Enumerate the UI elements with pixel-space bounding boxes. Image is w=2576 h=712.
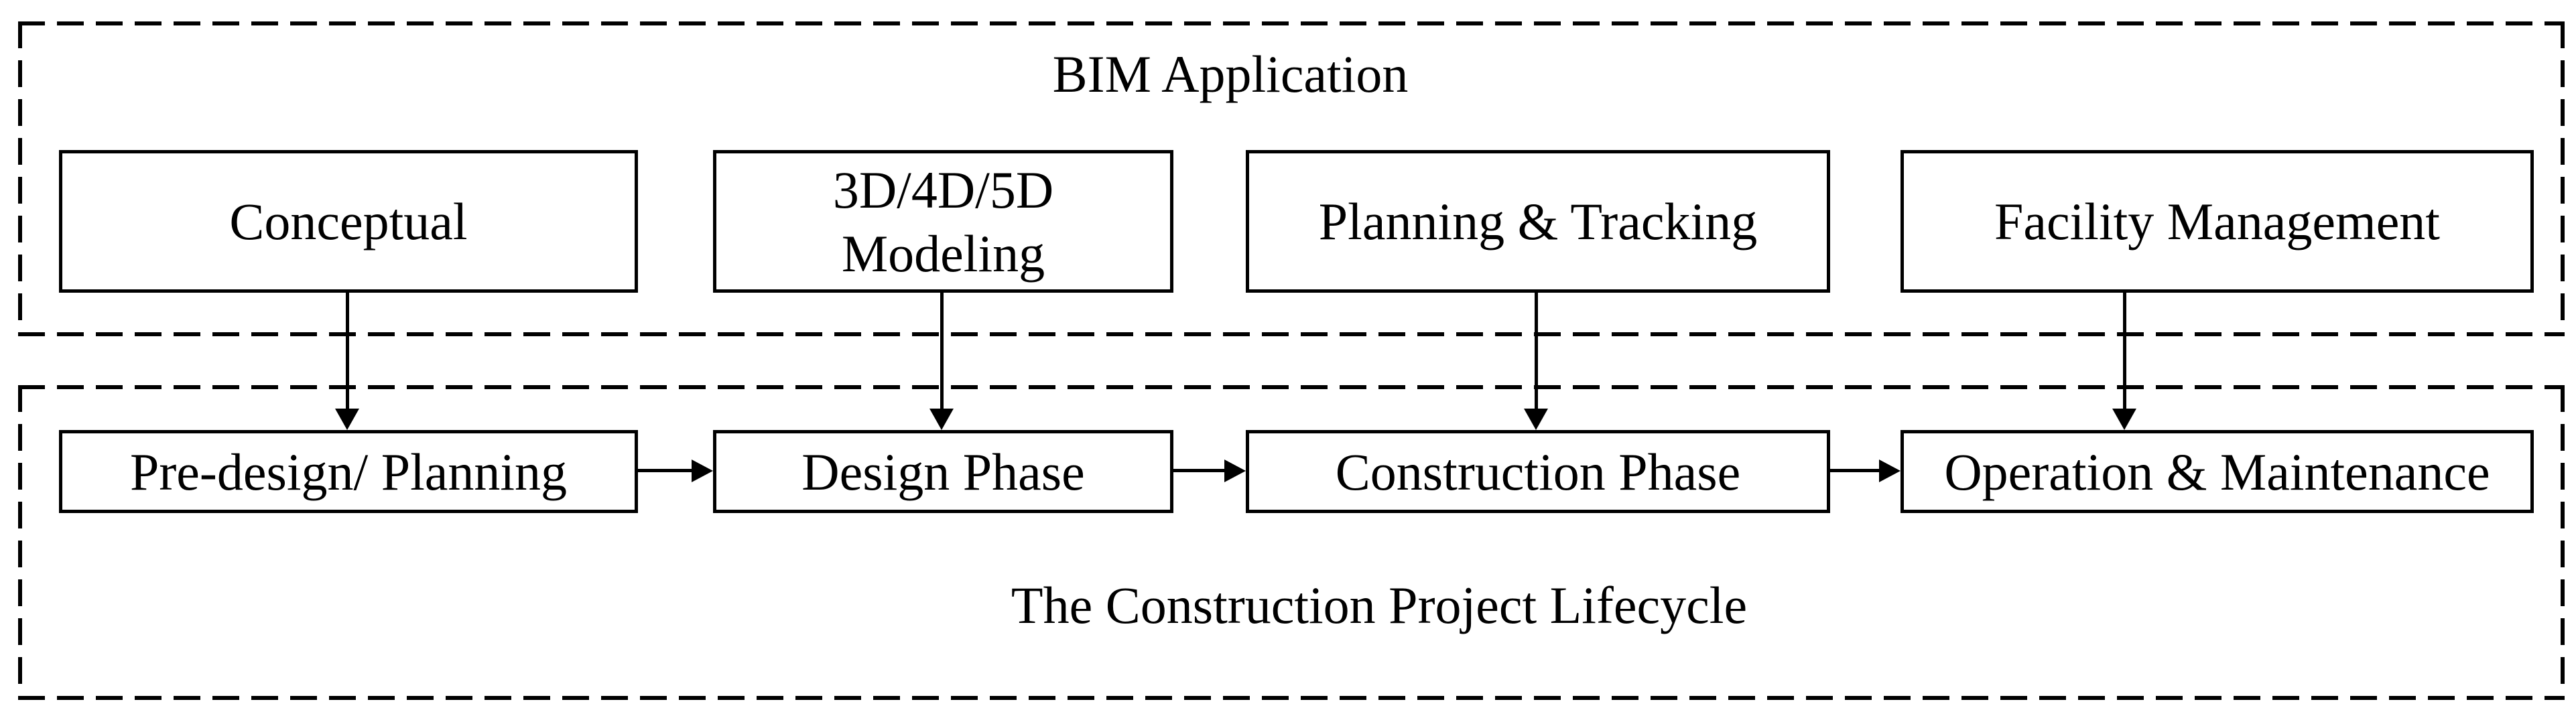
node-predesign-planning: Pre-design/ Planning bbox=[59, 430, 638, 513]
arrow-modeling-to-design-head bbox=[929, 409, 954, 430]
lifecycle-title: The Construction Project Lifecycle bbox=[1011, 576, 1748, 634]
arrow-planning-to-construction-line bbox=[1535, 293, 1538, 410]
arrow-design-to-construction-line bbox=[1173, 469, 1226, 472]
arrow-facility-to-operation-line bbox=[2123, 293, 2126, 410]
arrow-conceptual-to-predesign-line bbox=[346, 293, 349, 410]
arrow-facility-to-operation-head bbox=[2112, 409, 2136, 430]
arrow-conceptual-to-predesign-head bbox=[335, 409, 359, 430]
arrow-planning-to-construction-head bbox=[1524, 409, 1548, 430]
arrow-construction-to-operation-head bbox=[1879, 459, 1901, 482]
node-operation-maintenance: Operation & Maintenance bbox=[1901, 430, 2534, 513]
arrow-construction-to-operation-line bbox=[1830, 469, 1880, 472]
arrow-predesign-to-design-line bbox=[638, 469, 693, 472]
arrow-design-to-construction-head bbox=[1224, 459, 1246, 482]
node-facility-management: Facility Management bbox=[1901, 150, 2534, 293]
bim-application-title: BIM Application bbox=[1052, 45, 1409, 103]
arrow-predesign-to-design-head bbox=[692, 459, 713, 482]
node-conceptual: Conceptual bbox=[59, 150, 638, 293]
node-3d-4d-5d-modeling: 3D/4D/5D Modeling bbox=[713, 150, 1173, 293]
node-planning-tracking: Planning & Tracking bbox=[1246, 150, 1830, 293]
node-construction-phase: Construction Phase bbox=[1246, 430, 1830, 513]
node-design-phase: Design Phase bbox=[713, 430, 1173, 513]
arrow-modeling-to-design-line bbox=[940, 293, 944, 410]
